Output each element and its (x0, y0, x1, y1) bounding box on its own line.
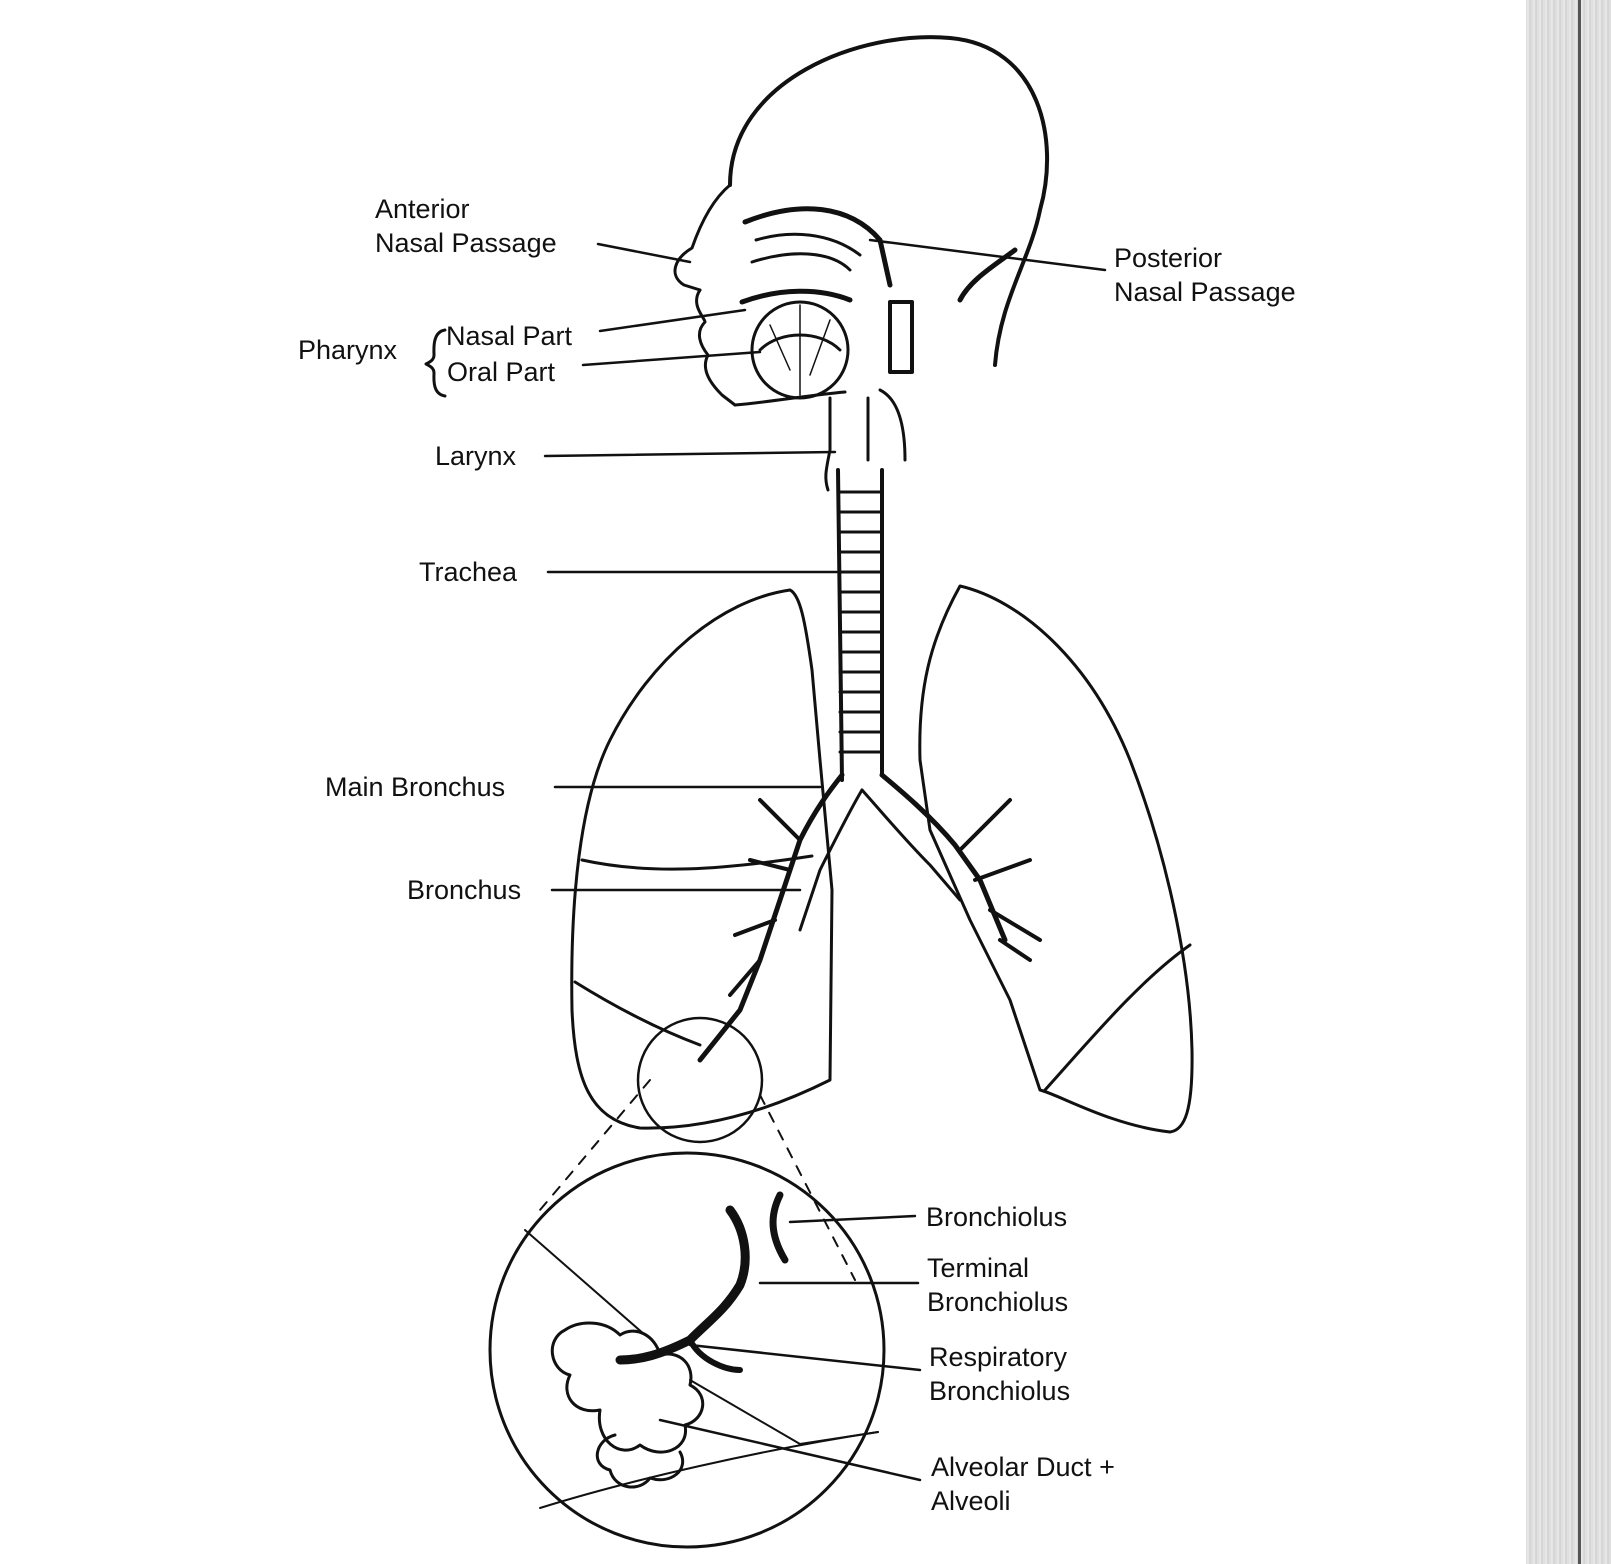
label-bronchiolus: Bronchiolus (926, 1202, 1068, 1232)
right-lung (570, 588, 834, 1130)
leader-anterior-nasal (596, 242, 692, 264)
label-terminal-bronchiolus: Terminal Bronchiolus (927, 1253, 1069, 1317)
label-larynx: Larynx (435, 441, 517, 471)
head-outline (673, 35, 1050, 492)
leader-posterior-nasal (868, 238, 1107, 272)
label-posterior-nasal-passage: Posterior Nasal Passage (1114, 243, 1296, 307)
label-bronchus: Bronchus (407, 875, 522, 905)
leader-nasal-part (598, 308, 747, 333)
leader-larynx (543, 450, 837, 458)
main-bronchi (697, 772, 1042, 1063)
label-pharynx: Pharynx (298, 335, 398, 365)
left-lung (918, 584, 1194, 1134)
pharynx-brace (424, 328, 447, 398)
label-nasal-part: Nasal Part (446, 321, 573, 351)
scan-edge-line (1578, 0, 1581, 1564)
leader-respiratory-bronchiolus (688, 1343, 922, 1372)
label-main-bronchus: Main Bronchus (325, 772, 506, 802)
label-respiratory-bronchiolus: Respiratory Bronchiolus (929, 1342, 1071, 1406)
leader-alveolar-duct (658, 1418, 922, 1482)
leader-lines (543, 238, 1107, 1482)
label-alveolar-duct-alveoli: Alveolar Duct + Alveoli (931, 1452, 1115, 1516)
leader-oral-part (581, 350, 762, 367)
trachea (836, 468, 884, 782)
label-trachea: Trachea (419, 557, 518, 587)
scan-edge (1526, 0, 1611, 1564)
label-anterior-nasal-passage: Anterior Nasal Passage (375, 194, 557, 258)
label-oral-part: Oral Part (447, 357, 556, 387)
leader-bronchiolus (788, 1214, 917, 1224)
